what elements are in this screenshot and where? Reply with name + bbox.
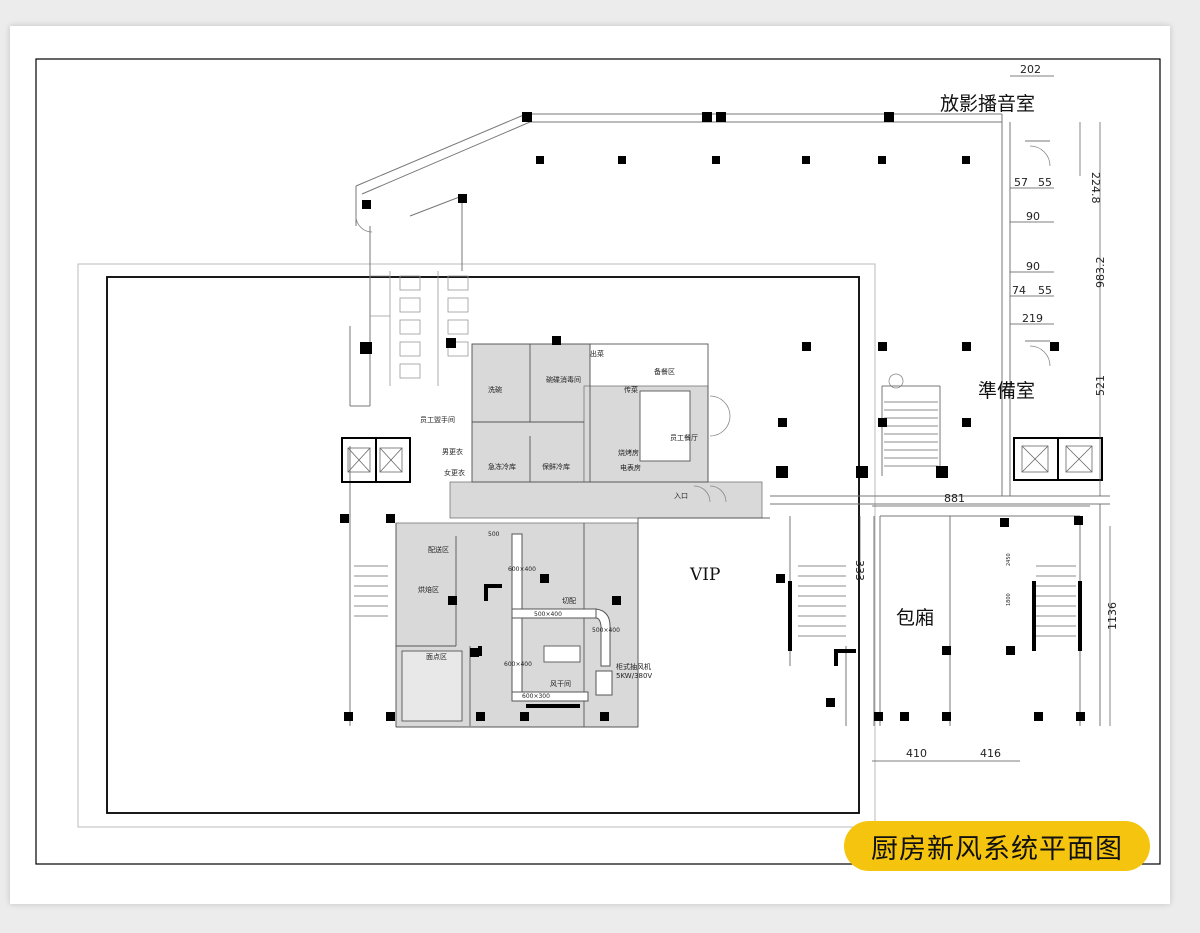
duct-label-6: 500: [488, 531, 500, 538]
room-prep: 準備室: [978, 380, 1035, 402]
dim-416: 416: [980, 747, 1001, 760]
duct-label-4: 600×400: [504, 661, 532, 668]
upper-wall: [349, 113, 1050, 496]
room-vip: VIP: [689, 565, 720, 585]
dim-2450: 2450: [1006, 553, 1012, 566]
duct-label-5: 600×300: [522, 693, 550, 700]
dim-521: 521: [1094, 375, 1107, 396]
label-freezer: 急冻冷库: [488, 462, 516, 471]
dim-219: 219: [1022, 312, 1043, 325]
room-projection: 放影播音室: [940, 93, 1035, 115]
dim-1800: 1800: [1006, 593, 1012, 606]
dim-55: 55: [1038, 176, 1052, 189]
label-entrance: 入口: [674, 492, 688, 500]
duct-label-2: 500×400: [534, 611, 562, 618]
drawing-sheet: 放影播音室 準備室 VIP 包廂 洗碗 碗碟消毒间 出菜 备餐区 员工盥手间 男…: [10, 26, 1170, 904]
dim-983-2: 983.2: [1094, 257, 1107, 289]
dim-90b: 90: [1026, 260, 1040, 273]
dim-90a: 90: [1026, 210, 1040, 223]
elevators: [341, 437, 1103, 483]
kitchen-walls: [395, 343, 770, 728]
dim-224-8: 224.8: [1089, 172, 1102, 204]
label-staff-canteen: 员工餐厅: [670, 433, 698, 442]
doors: [355, 145, 1051, 503]
label-fan-room: 风干间: [550, 680, 571, 688]
label-baking: 烘焙区: [418, 585, 439, 594]
dim-333: 333: [853, 560, 866, 581]
dim-881: 881: [944, 492, 965, 505]
dim-202: 202: [1020, 63, 1041, 76]
stairs: [354, 401, 1076, 637]
label-pastry: 面点区: [426, 653, 447, 661]
structural-walls: [478, 581, 1082, 708]
restroom-fixtures: [370, 271, 469, 386]
dim-74: 74: [1012, 284, 1026, 297]
room-private: 包廂: [896, 607, 934, 629]
duct-label-3: 500×400: [592, 627, 620, 634]
label-chopping: 切配: [562, 597, 576, 605]
floor-plan: 放影播音室 準備室 VIP 包廂 洗碗 碗碟消毒间 出菜 备餐区 员工盥手间 男…: [35, 58, 1161, 865]
label-staff-washroom: 员工盥手间: [420, 415, 455, 424]
columns: [340, 112, 1085, 721]
duct-label-1: 600×400: [508, 566, 536, 573]
dim-1136: 1136: [1106, 602, 1119, 630]
label-exhaust: 柜式抽风机: [616, 662, 651, 671]
label-cold-storage: 保鲜冷库: [542, 462, 570, 471]
dimension-lines: [859, 75, 1111, 762]
label-exhaust-spec: 5KW/380V: [616, 672, 652, 680]
title-badge: 厨房新风系统平面图: [844, 821, 1150, 871]
label-dish-wash: 洗碗: [488, 385, 502, 394]
dim-410: 410: [906, 747, 927, 760]
duct-network: [511, 533, 613, 702]
elevator-cabins: [347, 445, 1093, 473]
label-female-locker: 女更衣: [444, 468, 465, 477]
label-dispatch: 出菜: [590, 349, 604, 358]
label-dish-disinfect: 碗碟消毒间: [546, 375, 581, 384]
outer-outline: [77, 263, 876, 828]
label-boiler: 烧烤房: [618, 448, 639, 457]
label-transfer: 传菜: [624, 385, 638, 394]
drawing-frame: [35, 58, 1161, 865]
label-serving: 备餐区: [654, 367, 675, 376]
dim-57: 57: [1014, 176, 1028, 189]
label-meter: 电表房: [620, 463, 641, 472]
label-distribution: 配送区: [428, 545, 449, 554]
scope-rectangle: [106, 276, 860, 814]
label-male-locker: 男更衣: [442, 447, 463, 456]
dim-55b: 55: [1038, 284, 1052, 297]
east-walls: [349, 385, 1110, 726]
